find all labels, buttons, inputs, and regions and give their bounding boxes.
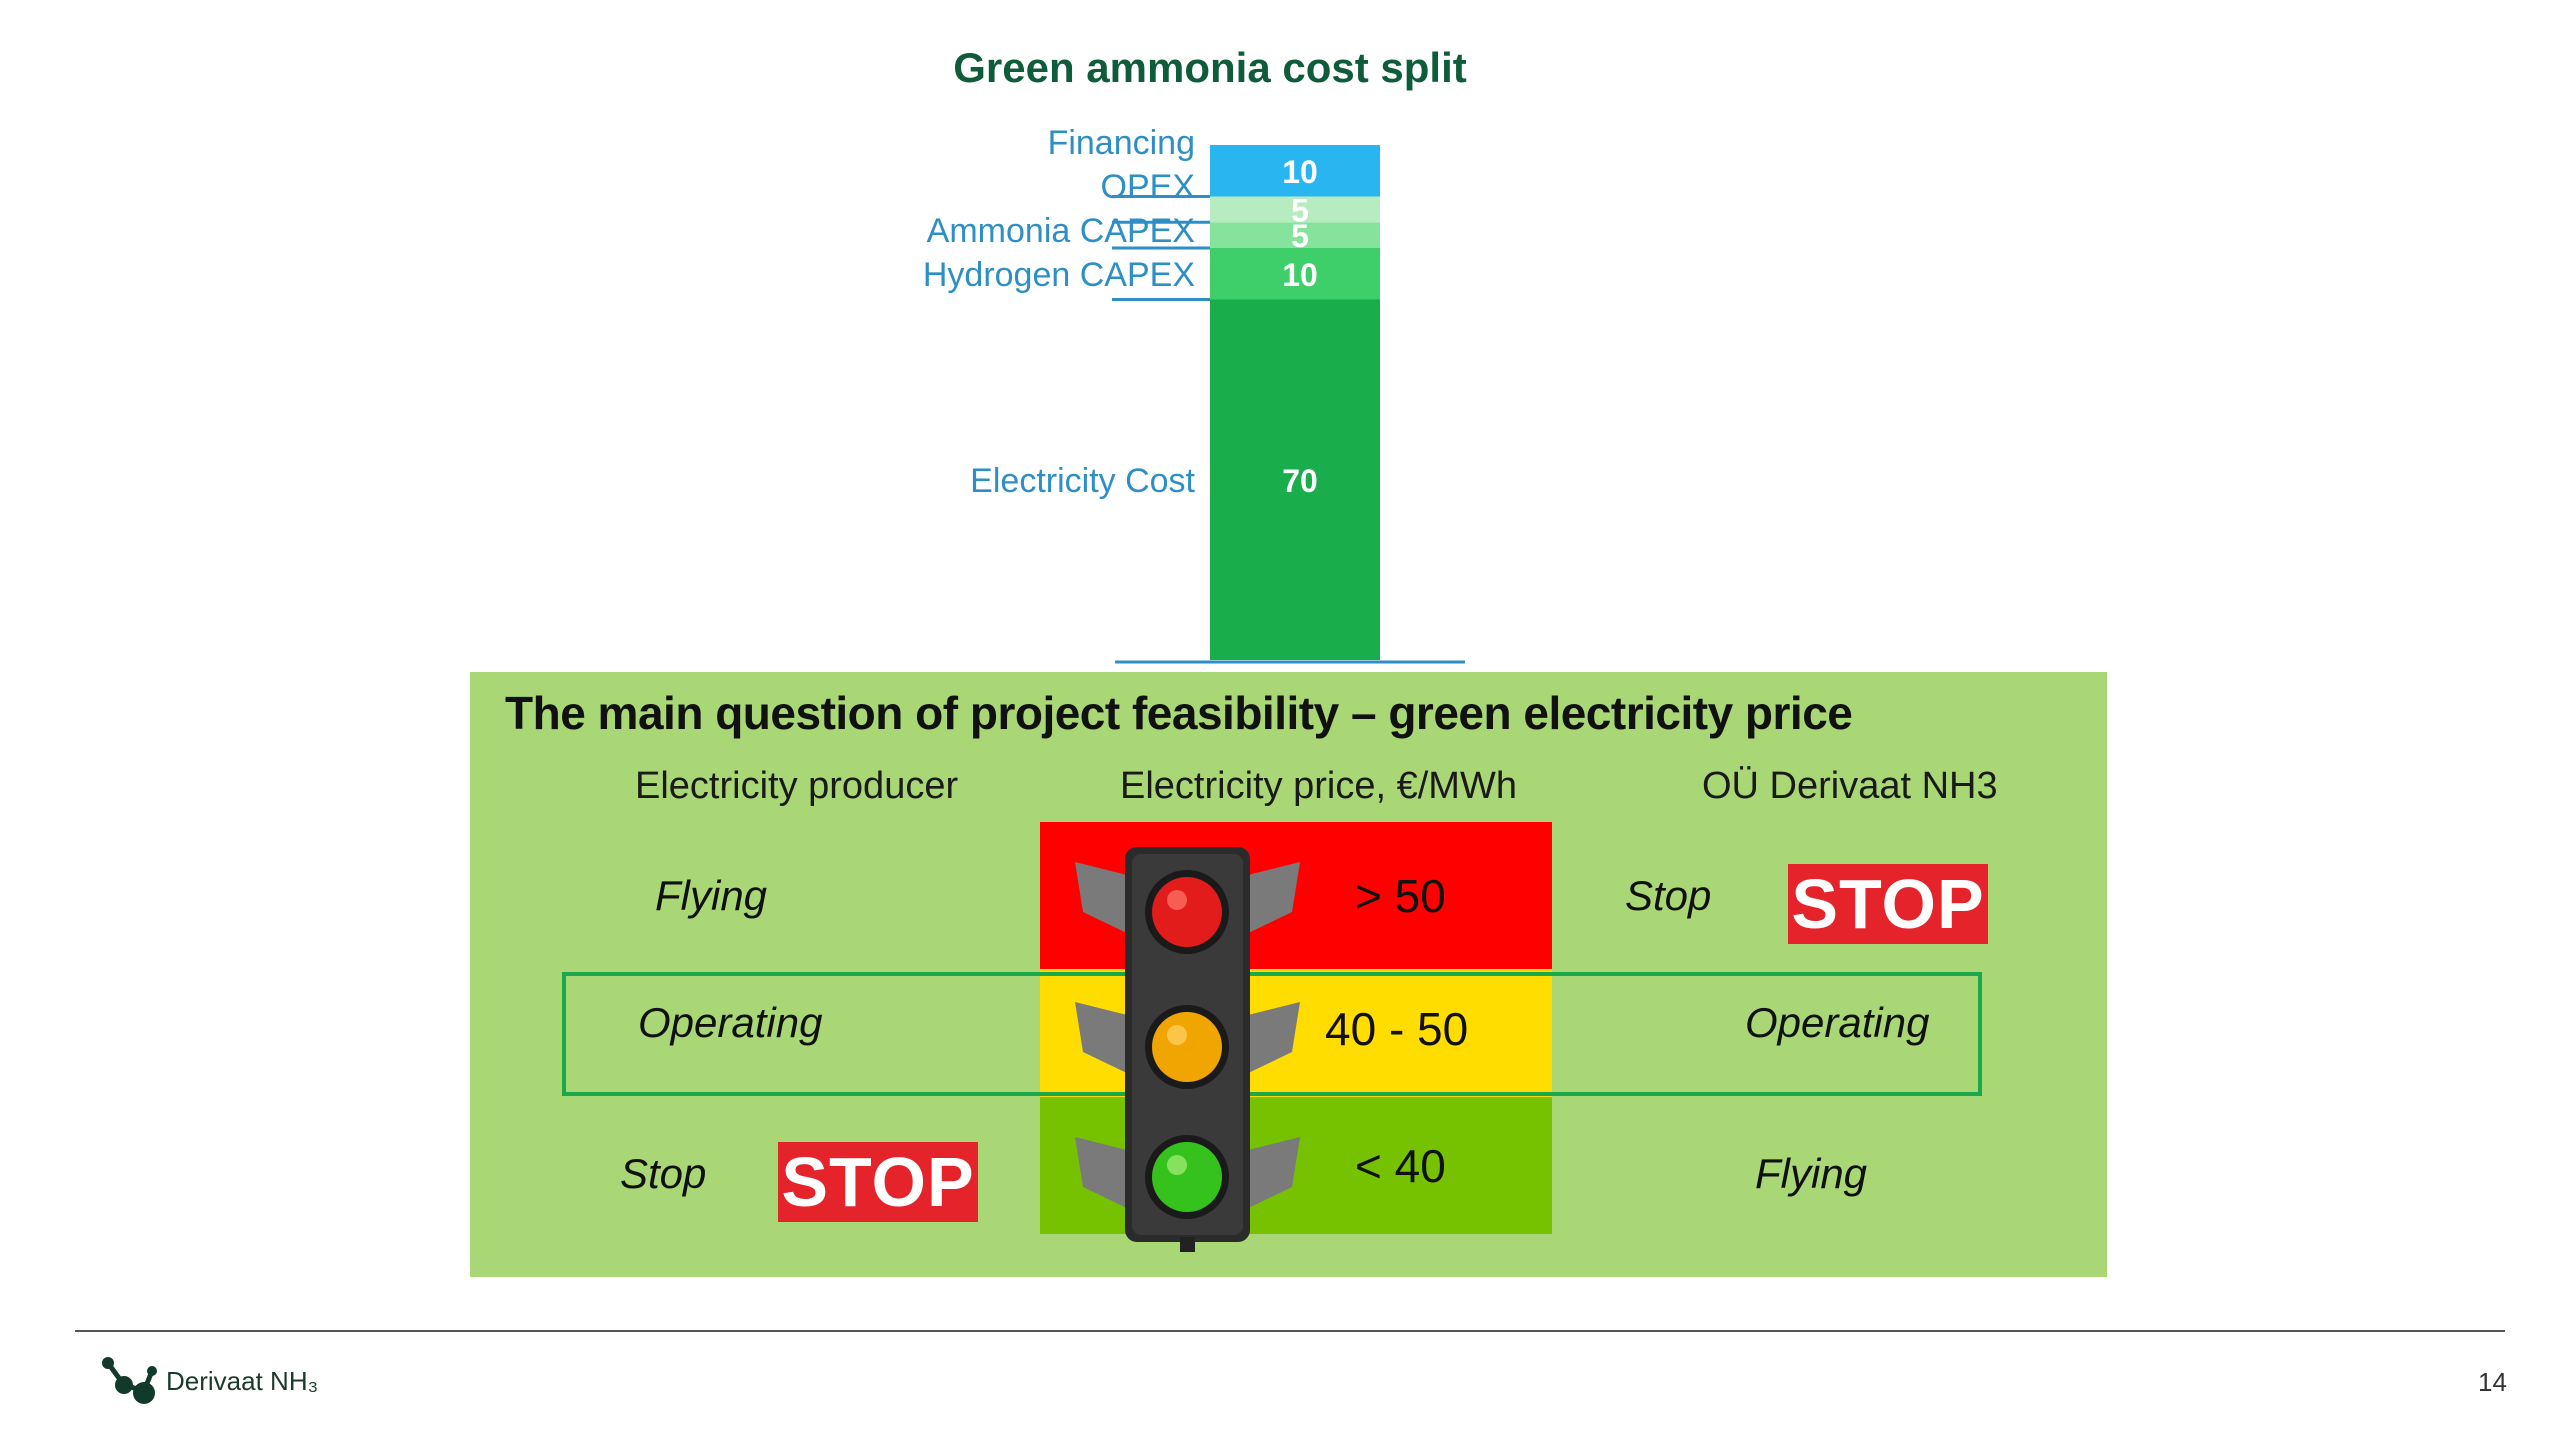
- brand-name: Derivaat NH₃: [166, 1365, 319, 1396]
- price-low: < 40: [1355, 1140, 1446, 1192]
- data-label: 70: [1282, 463, 1318, 499]
- producer-row-2: Operating: [638, 999, 823, 1046]
- footer-divider: [75, 1330, 2505, 1332]
- price-mid: 40 - 50: [1325, 1003, 1469, 1055]
- company-row-1: Stop: [1625, 872, 1712, 919]
- feasibility-panel: The main question of project feasibility…: [470, 672, 2107, 1277]
- stop-sign-icon: STOP: [1788, 864, 1988, 944]
- header-producer: Electricity producer: [635, 765, 959, 807]
- data-label: 5: [1291, 192, 1309, 228]
- series-label: Financing: [1048, 124, 1195, 162]
- stop-sign-icon: STOP: [778, 1142, 978, 1222]
- data-label: 10: [1282, 257, 1318, 293]
- producer-row-3: Stop: [620, 1150, 707, 1197]
- header-price: Electricity price, €/MWh: [1120, 765, 1517, 807]
- traffic-light-icon: [1075, 847, 1300, 1252]
- series-label: Ammonia CAPEX: [927, 212, 1195, 250]
- brand-logo: Derivaat NH₃: [100, 1355, 318, 1407]
- company-row-2: Operating: [1745, 999, 1930, 1046]
- data-label: 10: [1282, 154, 1318, 190]
- bar-segment: [1210, 196, 1380, 223]
- company-row-3: Flying: [1755, 1150, 1868, 1197]
- chart-title: Green ammonia cost split: [953, 44, 1467, 91]
- price-high: > 50: [1355, 870, 1446, 922]
- producer-row-1: Flying: [655, 872, 768, 919]
- series-label: OPEX: [1101, 168, 1195, 206]
- molecule-logo-icon: [102, 1357, 157, 1404]
- data-label: 5: [1291, 218, 1309, 254]
- bar-segment: [1210, 145, 1380, 197]
- bar-segment: [1210, 248, 1380, 300]
- highlighted-row: [562, 972, 1982, 1096]
- bar-segment: [1210, 222, 1380, 248]
- bar-segment: [1210, 299, 1380, 660]
- page-number: 14: [2478, 1367, 2507, 1397]
- header-company: OÜ Derivaat NH3: [1702, 765, 1998, 807]
- series-label: Hydrogen CAPEX: [923, 256, 1195, 294]
- panel-title: The main question of project feasibility…: [505, 687, 1853, 739]
- series-label: Electricity Cost: [970, 462, 1195, 500]
